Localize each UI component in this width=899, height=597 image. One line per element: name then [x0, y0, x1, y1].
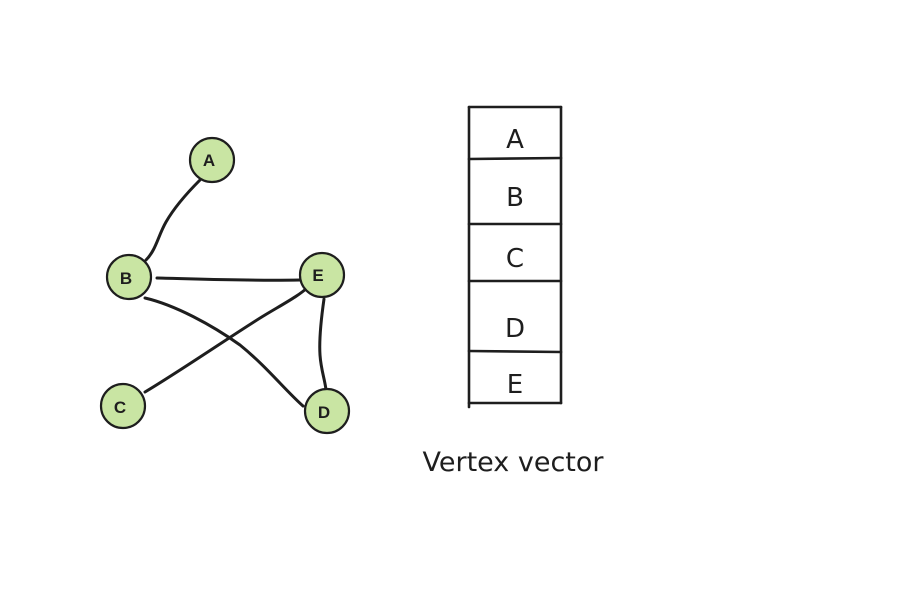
node-c-label: C	[114, 398, 126, 417]
node-b-label: B	[120, 269, 132, 288]
node-d-label: D	[318, 403, 330, 422]
vertex-vector-caption: Vertex vector	[422, 447, 604, 478]
edge-c-e	[143, 285, 310, 394]
graph-edges	[143, 178, 328, 408]
vector-divider-4	[467, 349, 563, 354]
vertex-vector: A B C D E Vertex vector	[422, 105, 604, 478]
graph-node-b: B	[105, 253, 153, 301]
graph-node-c: C	[99, 382, 147, 430]
edge-b-d	[143, 296, 305, 408]
graph-node-d: D	[303, 387, 351, 435]
node-a-label: A	[203, 151, 215, 170]
node-e-circle	[298, 251, 346, 299]
node-a-circle	[188, 136, 236, 184]
vector-cell-e: E	[507, 370, 523, 400]
vector-cell-a: A	[506, 125, 524, 155]
edge-b-e	[155, 276, 302, 282]
edge-e-d	[318, 297, 328, 392]
node-c-circle	[99, 382, 147, 430]
vector-cell-b: B	[506, 183, 524, 213]
vector-cell-c: C	[506, 244, 524, 274]
graph-node-a: A	[188, 136, 236, 184]
node-d-circle	[303, 387, 351, 435]
vector-divider-1	[467, 156, 563, 161]
edge-a-b	[144, 178, 202, 262]
node-e-label: E	[312, 266, 323, 285]
node-b-circle	[105, 253, 153, 301]
vector-cell-d: D	[505, 314, 525, 344]
graph-node-e: E	[298, 251, 346, 299]
